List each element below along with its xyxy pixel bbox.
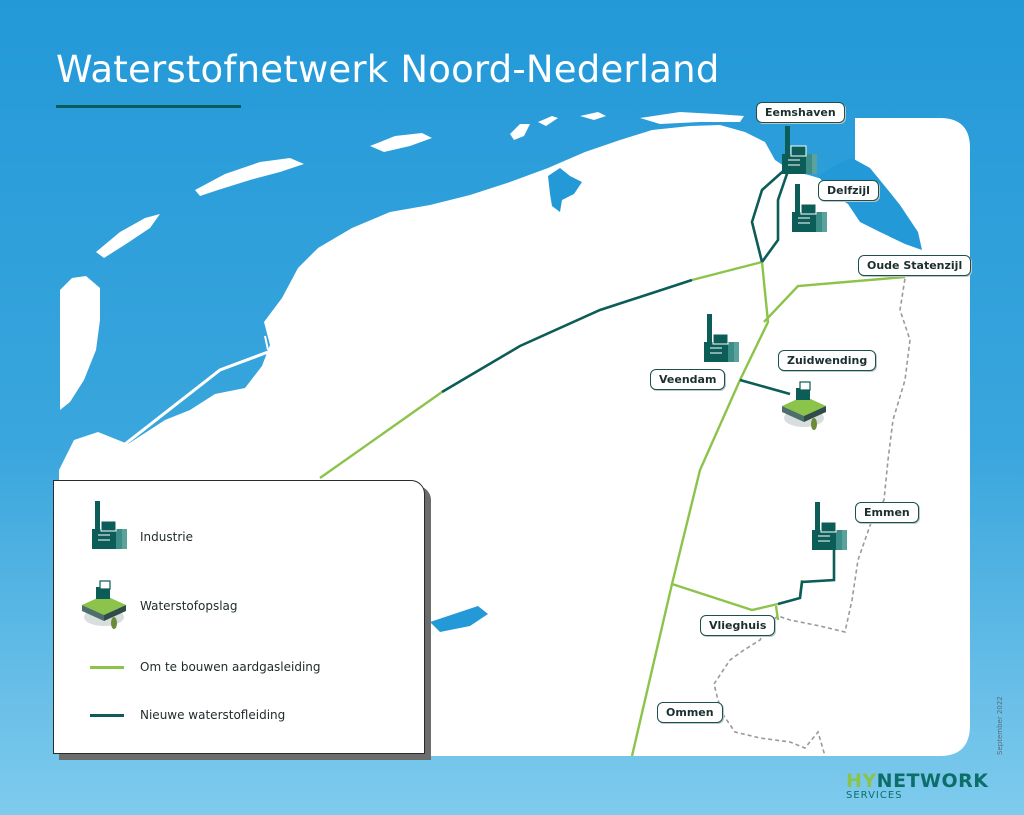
island-schiermonnikoog	[510, 124, 530, 140]
island-terschelling	[195, 158, 304, 196]
legend-item-storage: Waterstofopslag	[54, 573, 424, 633]
island-ameland	[370, 133, 432, 152]
hydrogen-pipeline-emmen	[777, 546, 836, 606]
gas-pipeline-north	[691, 260, 763, 282]
gas-pipelines	[319, 260, 906, 757]
east-land	[855, 118, 970, 756]
island-borkum	[580, 112, 606, 120]
hydrogen-storage-icon	[81, 580, 127, 630]
island-small	[538, 116, 558, 126]
legend-label-hydrogen-pipeline: Nieuwe waterstofleiding	[140, 708, 286, 722]
date-label: September 2022	[996, 696, 1004, 755]
factory-icon-eemshaven	[781, 125, 818, 175]
place-label-ommen[interactable]: Ommen	[657, 702, 723, 723]
place-label-veendam[interactable]: Veendam	[650, 369, 726, 390]
lake-lauwersmeer	[548, 168, 582, 212]
gas-pipeline-west	[319, 391, 443, 479]
island-texel	[60, 276, 100, 410]
afsluitdijk-gap	[264, 335, 269, 351]
hydrogen-pipeline-delfzijl	[760, 164, 792, 263]
hydrogen-pipeline-swatch	[90, 714, 124, 717]
hydrogen-pipelines	[441, 164, 836, 606]
gas-pipeline-statenzijl	[763, 275, 906, 323]
afsluitdijk	[119, 350, 269, 450]
legend-item-gas-pipeline: Om te bouwen aardgasleiding	[54, 657, 424, 677]
place-label-oude-statenzijl[interactable]: Oude Statenzijl	[858, 255, 972, 276]
place-label-delfzijl[interactable]: Delfzijl	[818, 180, 879, 201]
hydrogen-pipeline-west	[441, 278, 693, 394]
hynetwork-logo: HYNETWORK SERVICES	[846, 770, 988, 801]
hydrogen-pipeline-zuidwending	[739, 378, 791, 396]
legend-item-industry: Industrie	[54, 499, 424, 559]
logo-primary: HY	[846, 770, 877, 792]
gas-pipeline-vlieghuis-stub	[774, 605, 780, 621]
gas-pipeline-vlieghuis	[671, 582, 779, 612]
gas-pipeline-swatch	[90, 666, 124, 669]
legend-label-industry: Industrie	[140, 530, 193, 544]
legend: Industrie Waterstofopslag Om te bouwen a…	[53, 480, 425, 754]
place-label-emmen[interactable]: Emmen	[855, 502, 919, 523]
island-vlieland	[96, 214, 160, 258]
title-underline	[56, 105, 241, 108]
island-rottumeroog	[640, 112, 744, 124]
legend-label-storage: Waterstofopslag	[140, 599, 238, 613]
factory-icon	[91, 500, 128, 550]
hydrogen-pipeline-eemshaven	[750, 164, 791, 263]
place-label-zuidwending[interactable]: Zuidwending	[778, 350, 877, 371]
ijsselmeer-coast	[430, 606, 488, 632]
legend-item-hydrogen-pipeline: Nieuwe waterstofleiding	[54, 705, 424, 725]
map-title: Waterstofnetwerk Noord-Nederland	[56, 48, 720, 91]
legend-label-gas-pipeline: Om te bouwen aardgasleiding	[140, 660, 321, 674]
place-label-vlieghuis[interactable]: Vlieghuis	[700, 615, 776, 636]
gas-pipeline-spine	[630, 261, 770, 757]
place-label-eemshaven[interactable]: Eemshaven	[756, 102, 845, 123]
logo-secondary: NETWORK	[876, 770, 989, 792]
logo-sub: SERVICES	[846, 790, 903, 801]
